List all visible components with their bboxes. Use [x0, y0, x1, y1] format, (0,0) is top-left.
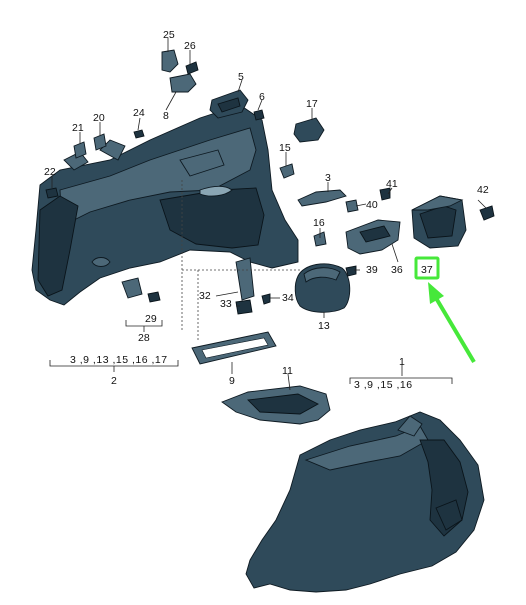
callout-34: 34: [282, 292, 294, 304]
callout-29: 29: [145, 313, 157, 325]
part-25-clip: [161, 49, 179, 73]
group-label-right: 3 ,9 ,15 ,16: [354, 379, 413, 391]
callout-36: 36: [391, 264, 403, 276]
callout-42: 42: [477, 184, 489, 196]
left-side-trim-panel: [31, 104, 299, 306]
highlight-box: [414, 256, 440, 280]
callout-20: 20: [93, 112, 105, 124]
callout-21: 21: [72, 122, 84, 134]
callout-25: 25: [163, 29, 175, 41]
callout-3: 3: [325, 172, 331, 184]
group-label-left: 3 ,9 ,13 ,15 ,16 ,17: [70, 354, 168, 366]
callout-39: 39: [366, 264, 378, 276]
callout-16: 16: [313, 217, 325, 229]
right-side-trim-panel: [245, 411, 485, 593]
fastener-parts: [45, 109, 495, 315]
part-26-screw: [185, 61, 199, 75]
part-13-cover: [294, 263, 351, 313]
callout-5: 5: [238, 71, 244, 83]
part-11-tray: [221, 385, 331, 425]
callout-17: 17: [306, 98, 318, 110]
callout-2: 2: [111, 375, 117, 387]
part-8-hook: [169, 73, 197, 93]
callout-32: 32: [199, 290, 211, 302]
part-36-mount: [345, 219, 401, 255]
highlight-part-37: [414, 256, 476, 364]
callout-1: 1: [399, 356, 405, 368]
callout-15: 15: [279, 142, 291, 154]
part-9-frame: [191, 331, 277, 365]
highlight-arrow-shaft: [434, 296, 476, 364]
leader-lines: [49, 38, 487, 391]
callout-9: 9: [229, 375, 235, 387]
callout-13: 13: [318, 320, 330, 332]
callout-8: 8: [163, 110, 169, 122]
callout-28: 28: [138, 332, 150, 344]
part-5-handle: [209, 89, 249, 119]
callout-6: 6: [259, 91, 265, 103]
part-37-bracket: [411, 195, 467, 249]
callout-labels: 25 26 5 6 17 8 20 24 21 15 22 3 41 40 42…: [44, 29, 489, 391]
part-3-strip: [297, 189, 347, 207]
callout-24: 24: [133, 107, 145, 119]
callout-41: 41: [386, 178, 398, 190]
callout-11: 11: [282, 365, 293, 377]
callout-40: 40: [366, 199, 378, 211]
callout-33: 33: [220, 298, 232, 310]
callout-22: 22: [44, 166, 56, 178]
callout-26: 26: [184, 40, 196, 52]
part-17-clip: [293, 117, 325, 143]
callout-37: 37: [421, 264, 433, 276]
highlight-arrow-head: [428, 282, 444, 304]
